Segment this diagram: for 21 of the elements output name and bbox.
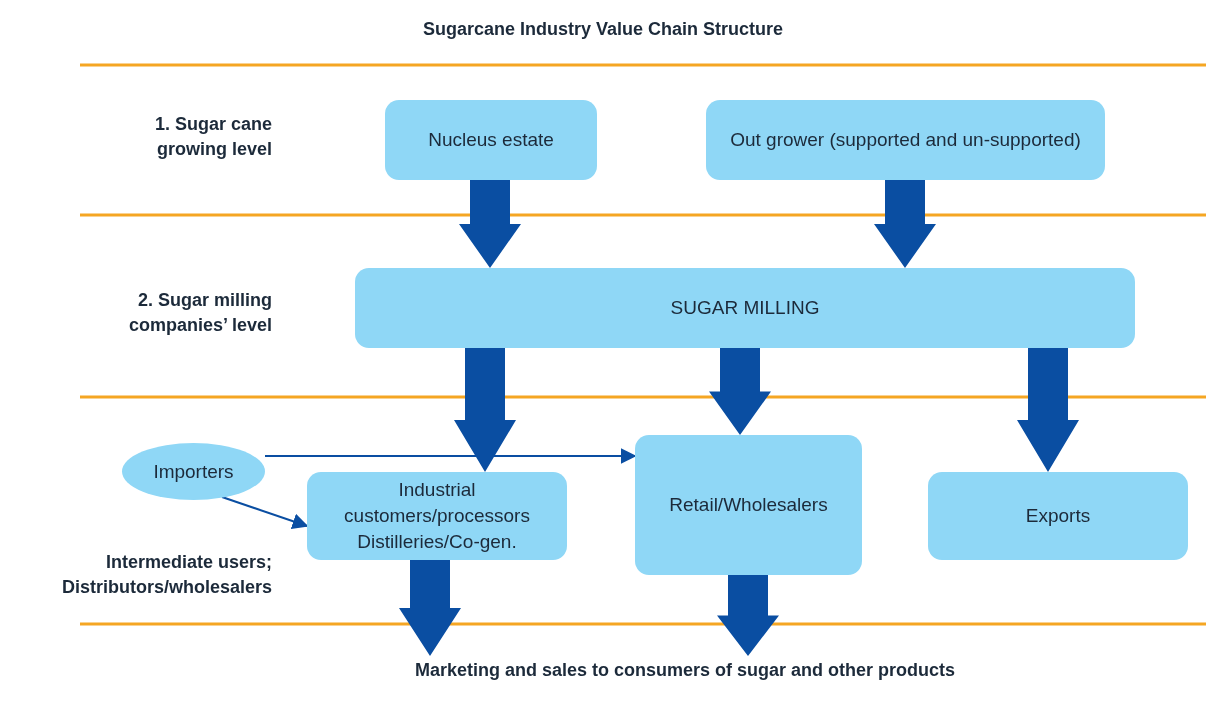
block-arrow <box>454 348 516 472</box>
level-label: 2. Sugar milling companies’ level <box>127 289 272 337</box>
block-arrow <box>717 575 779 656</box>
block-arrow <box>459 180 521 268</box>
block-arrow <box>399 560 461 656</box>
level-label: 1. Sugar cane growing level <box>153 113 272 161</box>
process-box: Out grower (supported and un-supported) <box>706 100 1105 180</box>
arrow <box>221 496 309 529</box>
outcome-text: Marketing and sales to consumers of sugar and other products <box>330 656 1040 684</box>
process-box: Retail/Wholesalers <box>635 435 862 575</box>
block-arrow <box>1017 348 1079 472</box>
diagram-title: Sugarcane Industry Value Chain Structure <box>421 18 785 41</box>
process-box: SUGAR MILLING <box>355 268 1135 348</box>
process-box: Nucleus estate <box>385 100 597 180</box>
arrow <box>264 448 637 464</box>
process-box: Exports <box>928 472 1188 560</box>
block-arrow <box>874 180 936 268</box>
block-arrow <box>709 348 771 435</box>
level-label: Intermediate users; Distributors/wholesalers <box>60 551 272 599</box>
ellipse-node: Importers <box>122 443 265 500</box>
process-box: Industrial customers/processors Distilleries/Co-gen. <box>307 472 567 560</box>
